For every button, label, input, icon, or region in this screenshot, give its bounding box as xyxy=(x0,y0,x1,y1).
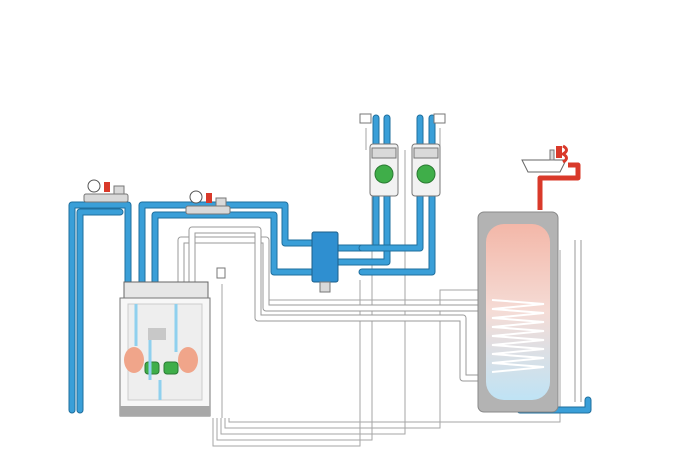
unit-pump-right xyxy=(163,361,179,375)
cylinder-primary-pipes xyxy=(177,226,582,402)
unit-pump-left xyxy=(144,361,160,375)
sink-tap xyxy=(521,144,568,173)
hot-water-pipe xyxy=(537,162,581,210)
thermostat-2 xyxy=(433,113,446,124)
heat-pump-unit xyxy=(119,281,211,417)
expansion-vessel-right xyxy=(178,347,198,373)
hydraulic-separator xyxy=(311,231,339,293)
safety-group-right xyxy=(185,190,231,215)
safety-group-left xyxy=(83,179,129,203)
expansion-vessel-left xyxy=(124,347,144,373)
hot-water-tank xyxy=(477,211,559,413)
pump-group-1 xyxy=(369,143,399,197)
pump-group-2 xyxy=(411,143,441,197)
room-thermostats xyxy=(216,113,446,279)
outdoor-sensor xyxy=(216,267,226,279)
control-wiring xyxy=(212,128,561,447)
thermostat-1 xyxy=(359,113,372,124)
